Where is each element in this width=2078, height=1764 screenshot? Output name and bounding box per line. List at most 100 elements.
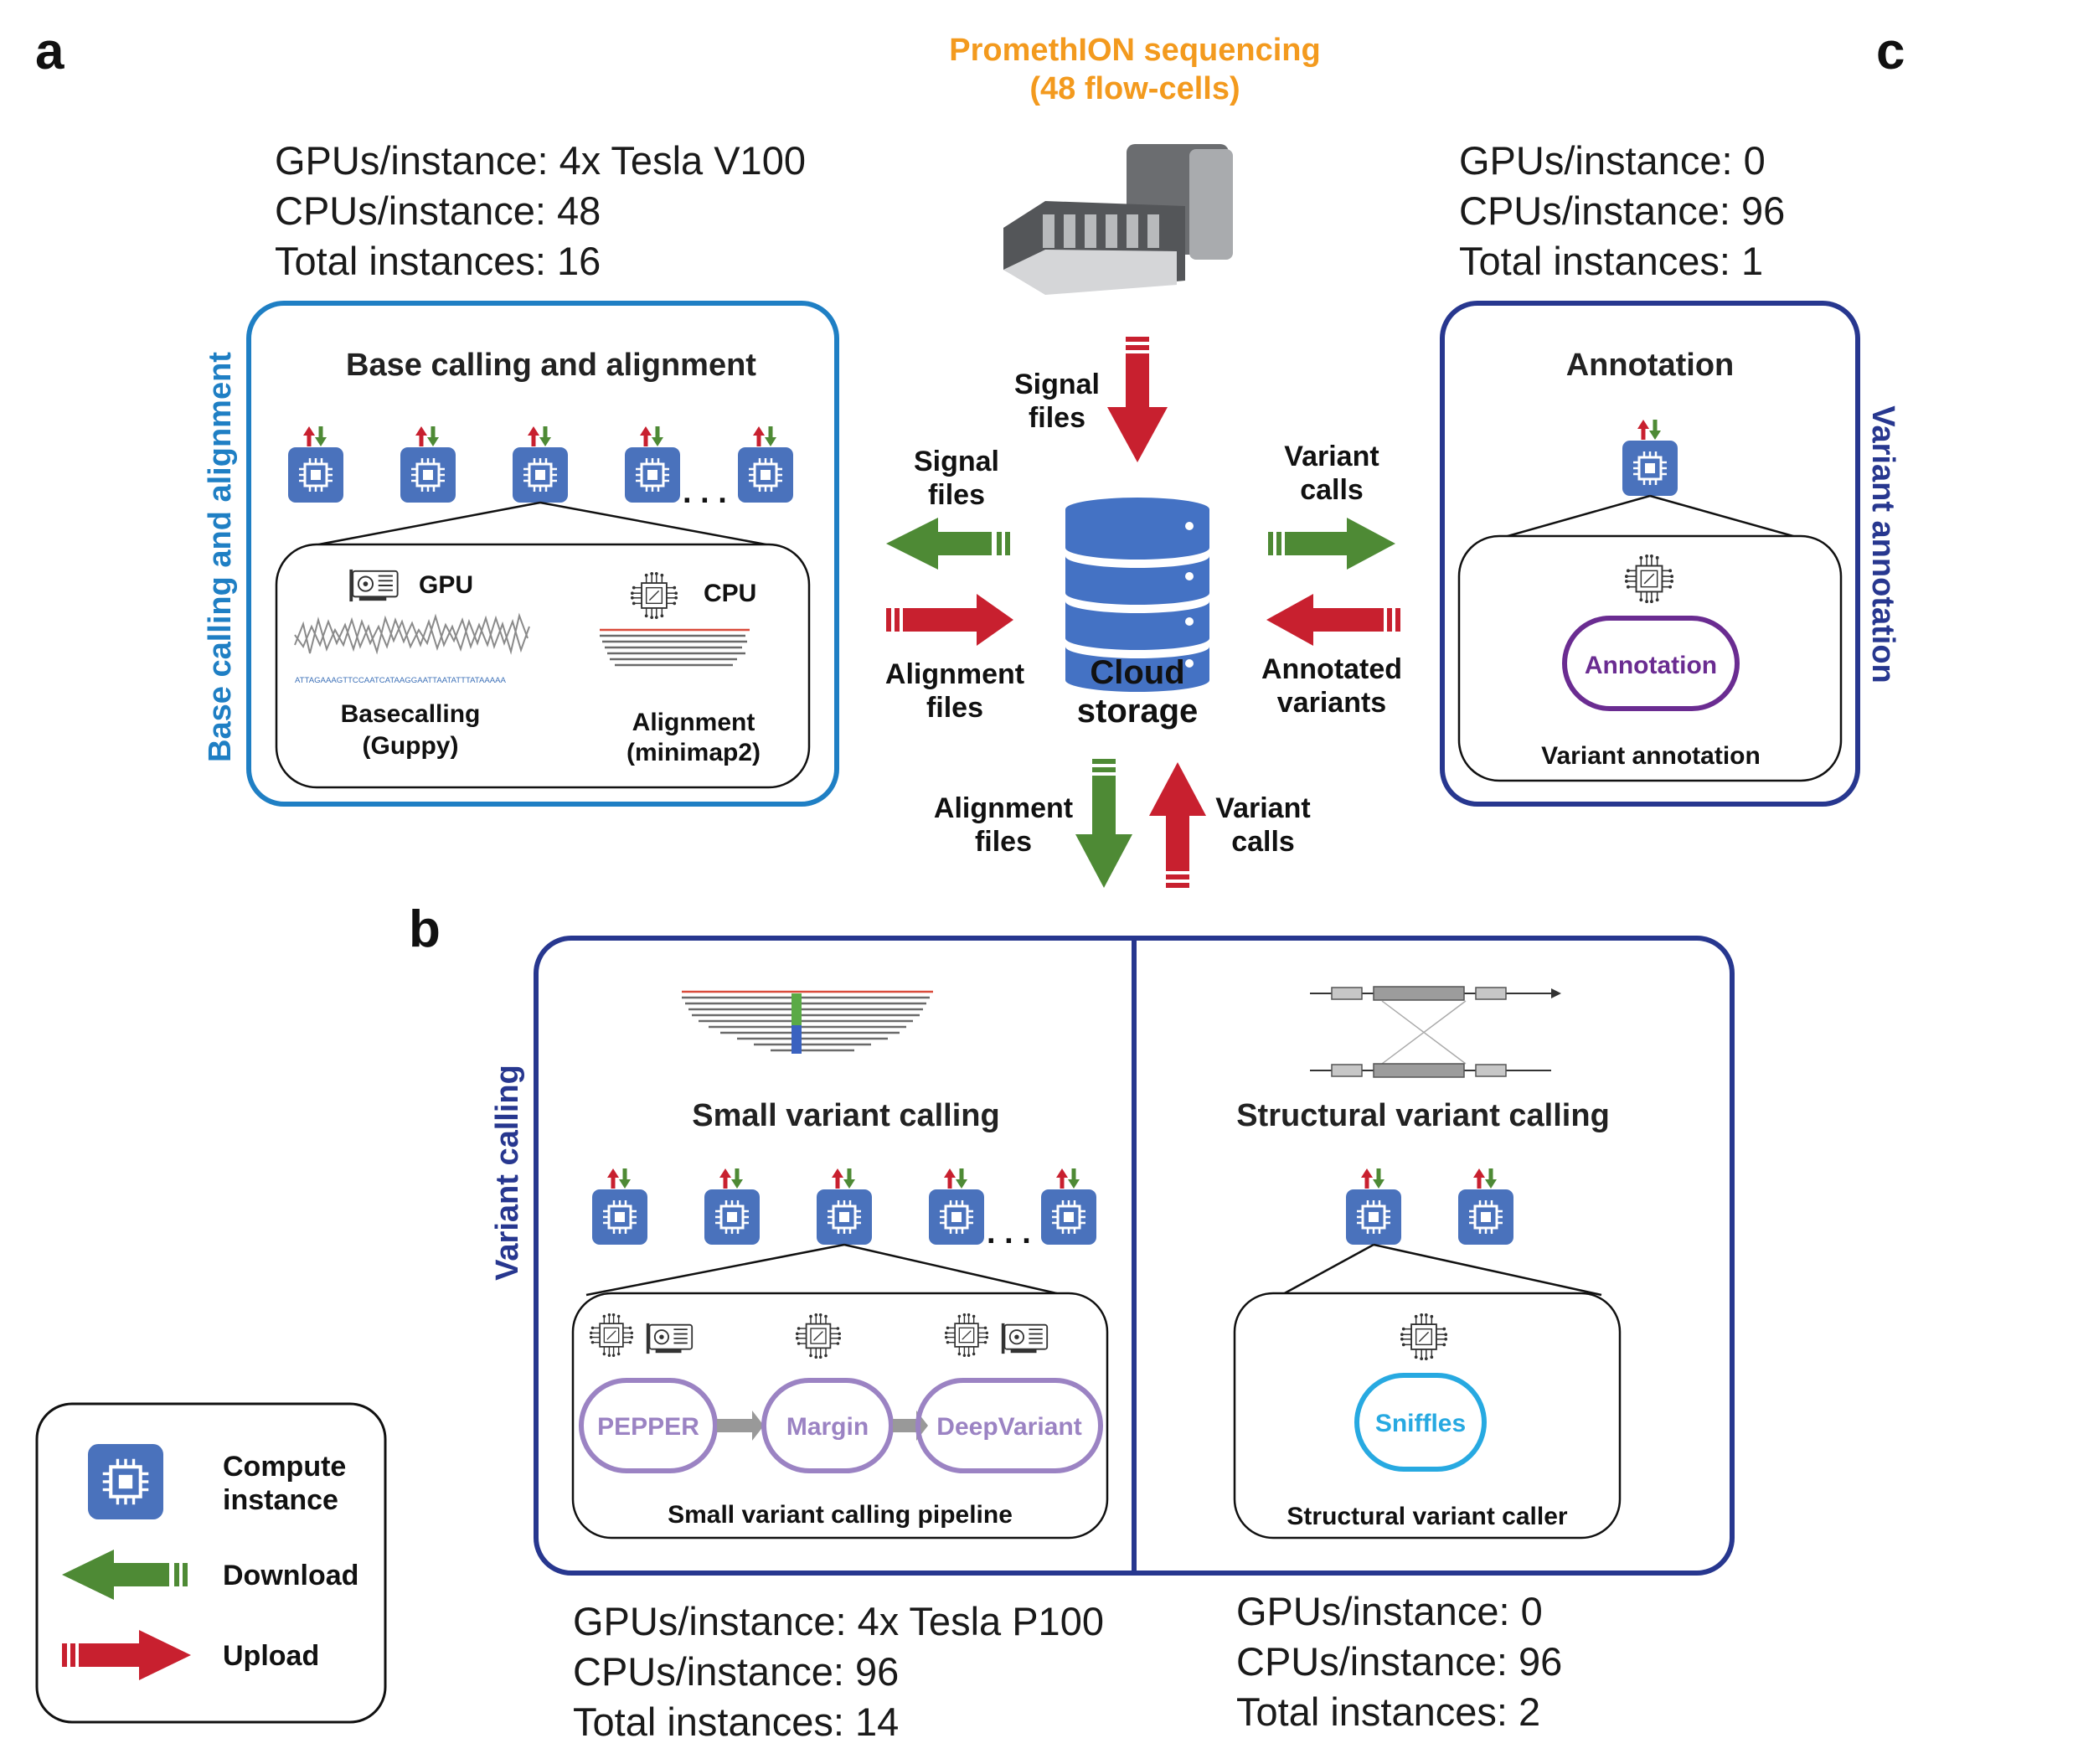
compute-instance-icon bbox=[512, 447, 569, 503]
legend-compute-instance-icon bbox=[88, 1444, 163, 1519]
panel-a-spec-gpus: GPUs/instance: 4x Tesla V100 bbox=[275, 138, 806, 183]
compute-instance-icon bbox=[704, 1189, 761, 1245]
upload-arrow-annotated-right bbox=[1266, 594, 1400, 646]
panel-a-spec-instances: Total instances: 16 bbox=[275, 239, 601, 283]
variant-calls-bottom-line2: calls bbox=[1231, 826, 1295, 858]
panel-c-spec-instances: Total instances: 1 bbox=[1459, 239, 1763, 283]
variant-calls-right-line2: calls bbox=[1300, 474, 1364, 506]
sequencing-subtitle: (48 flow-cells) bbox=[1029, 71, 1240, 106]
panel-c-spec-cpus: CPUs/instance: 96 bbox=[1459, 188, 1785, 233]
margin-label: Margin bbox=[786, 1413, 869, 1441]
legend-upload-arrow bbox=[62, 1630, 191, 1680]
compute-instance-icon bbox=[1457, 1189, 1514, 1245]
panel-c-box bbox=[1440, 301, 1860, 807]
panel-b-right-spec-cpus: CPUs/instance: 96 bbox=[1236, 1639, 1562, 1684]
upload-arrow-signal-top bbox=[1107, 337, 1168, 462]
compute-instance-icon bbox=[1345, 1189, 1402, 1245]
panel-b-right-spec-instances: Total instances: 2 bbox=[1236, 1689, 1540, 1734]
sequencing-title: PromethION sequencing bbox=[949, 33, 1320, 68]
structural-variant-diagram bbox=[1310, 986, 1561, 1078]
panel-letter-a: a bbox=[35, 23, 64, 80]
legend-compute-line1: Compute bbox=[223, 1451, 346, 1483]
basecalling-tool: (Guppy) bbox=[363, 732, 459, 760]
promethion-device-icon bbox=[1003, 144, 1233, 295]
panel-b-sv-instances bbox=[1345, 1168, 1514, 1245]
legend-download-arrow bbox=[62, 1550, 188, 1600]
deepvariant-label: DeepVariant bbox=[936, 1413, 1081, 1441]
signal-files-top-line1: Signal bbox=[1014, 369, 1100, 400]
panel-b-left-spec-cpus: CPUs/instance: 96 bbox=[573, 1649, 899, 1694]
panel-b-left-spec-gpus: GPUs/instance: 4x Tesla P100 bbox=[573, 1599, 1104, 1643]
variant-calls-bottom-line1: Variant bbox=[1215, 792, 1310, 824]
panel-b-left-spec-instances: Total instances: 14 bbox=[573, 1700, 899, 1744]
legend-compute-line2: instance bbox=[223, 1484, 338, 1516]
alignment-files-left-line2: files bbox=[926, 692, 983, 724]
panel-c-side-label: Variant annotation bbox=[1865, 405, 1900, 683]
cloud-storage-label-line1: Cloud bbox=[1090, 654, 1184, 691]
pepper-pill bbox=[579, 1378, 718, 1473]
annotated-variants-line1: Annotated bbox=[1261, 653, 1402, 685]
panel-c-detail-box bbox=[1457, 534, 1843, 782]
compute-instance-icon bbox=[400, 447, 456, 503]
alignment-files-bottom-line2: files bbox=[975, 826, 1032, 858]
upload-arrow-variant-bottom bbox=[1149, 762, 1206, 888]
alignment-label: Alignment bbox=[632, 709, 755, 736]
small-variant-pileup bbox=[682, 990, 933, 1052]
margin-pill bbox=[761, 1378, 894, 1473]
raw-signal-trace bbox=[294, 612, 530, 655]
panel-letter-b: b bbox=[409, 900, 441, 958]
panel-b-side-label: Variant calling bbox=[490, 1065, 525, 1281]
cloud-storage-icon bbox=[1065, 498, 1209, 692]
panel-a-box bbox=[246, 301, 839, 807]
download-arrow-variant-right bbox=[1268, 518, 1395, 570]
legend-upload-label: Upload bbox=[223, 1640, 319, 1672]
panel-a-box-title: Base calling and alignment bbox=[346, 348, 756, 383]
pepper-label: PEPPER bbox=[597, 1413, 699, 1441]
gpu-label: GPU bbox=[419, 571, 473, 599]
signal-files-top-line2: files bbox=[1029, 402, 1085, 434]
compute-instance-icon bbox=[737, 447, 794, 503]
cloud-storage-label-line2: storage bbox=[1077, 693, 1199, 730]
structural-variant-title: Structural variant calling bbox=[1236, 1098, 1610, 1133]
panel-b-ellipsis: . . . bbox=[987, 1215, 1031, 1251]
panel-a-detail-box bbox=[275, 543, 811, 789]
variant-calls-right-line1: Variant bbox=[1284, 441, 1379, 472]
sniffles-pill bbox=[1354, 1373, 1487, 1472]
download-arrow-signal-left bbox=[886, 518, 1010, 570]
basecalling-label: Basecalling bbox=[341, 700, 481, 728]
panel-letter-c: c bbox=[1876, 23, 1905, 80]
alignment-files-bottom-line1: Alignment bbox=[934, 792, 1073, 824]
annotation-tool-pill bbox=[1562, 616, 1740, 711]
panel-a-spec-cpus: CPUs/instance: 48 bbox=[275, 188, 601, 233]
alignment-files-left-line1: Alignment bbox=[885, 658, 1024, 690]
panel-b-right-spec-gpus: GPUs/instance: 0 bbox=[1236, 1589, 1543, 1633]
basecalled-sequence: ATTAGAAAGTTCCAATCATAAGGAATTAATATTTATAAAA… bbox=[295, 676, 507, 685]
panel-a-ellipsis: . . . bbox=[683, 475, 727, 510]
annotation-tool-label: Annotation bbox=[1585, 652, 1717, 679]
sniffles-label: Sniffles bbox=[1375, 1410, 1466, 1437]
panel-c-box-title: Annotation bbox=[1566, 348, 1735, 383]
panel-a-side-label: Base calling and alignment bbox=[203, 352, 238, 762]
variant-annotation-caption: Variant annotation bbox=[1541, 742, 1761, 770]
sv-caller-caption: Structural variant caller bbox=[1287, 1503, 1567, 1530]
signal-files-left-line1: Signal bbox=[914, 446, 999, 477]
alignment-pileup bbox=[600, 628, 750, 667]
deepvariant-pill bbox=[915, 1378, 1103, 1473]
sv-detail-box bbox=[1233, 1292, 1622, 1540]
upload-arrow-alignment-left bbox=[886, 594, 1013, 646]
download-arrow-alignment-bottom bbox=[1075, 759, 1132, 888]
legend-download-label: Download bbox=[223, 1560, 358, 1591]
small-variant-title: Small variant calling bbox=[692, 1098, 999, 1133]
cpu-label: CPU bbox=[704, 580, 756, 607]
panel-c-spec-gpus: GPUs/instance: 0 bbox=[1459, 138, 1766, 183]
pipeline-arrow-1 bbox=[717, 1411, 764, 1441]
signal-files-left-line2: files bbox=[928, 479, 985, 511]
alignment-tool: (minimap2) bbox=[626, 739, 761, 766]
compute-instance-icon bbox=[624, 447, 681, 503]
compute-instance-icon bbox=[1622, 441, 1678, 496]
compute-instance-icon bbox=[1040, 1189, 1097, 1245]
compute-instance-icon bbox=[287, 447, 344, 503]
small-variant-pipeline-caption: Small variant calling pipeline bbox=[668, 1501, 1013, 1529]
annotated-variants-line2: variants bbox=[1277, 687, 1386, 719]
